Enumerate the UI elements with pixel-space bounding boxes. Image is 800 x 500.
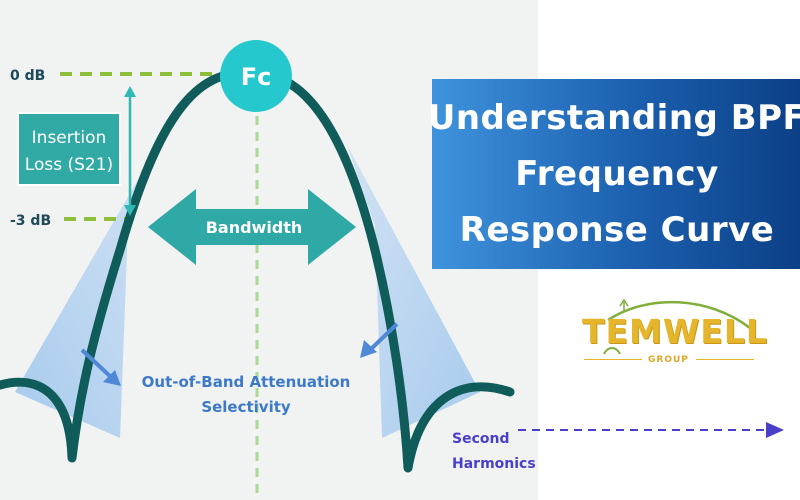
left-selectivity-cone — [15, 145, 158, 438]
right-selectivity-cone — [347, 145, 480, 438]
title-panel: Understanding BPF Frequency Response Cur… — [428, 79, 800, 269]
left-attenuation-pointer — [80, 348, 114, 380]
harmonics-label-line-1: Second — [452, 431, 509, 447]
title-line-1: Understanding BPF — [427, 98, 800, 138]
bandwidth-arrow — [148, 189, 356, 265]
bandwidth-label: Bandwidth — [206, 218, 303, 237]
insertion-loss-arrow-up — [124, 86, 136, 97]
minus-three-db-label: -3 dB — [10, 213, 51, 229]
title-line-3: Response Curve — [459, 210, 775, 250]
right-attenuation-pointer-head — [360, 340, 377, 358]
harmonics-label-line-2: Harmonics — [452, 456, 536, 472]
insertion-loss-line-2: Loss (S21) — [25, 155, 113, 175]
logo-swoosh-icon — [603, 298, 751, 355]
left-attenuation-pointer-head — [103, 370, 121, 386]
logo-rule-left — [584, 359, 642, 360]
center-frequency-circle — [220, 40, 292, 112]
insertion-loss-arrow-down — [124, 205, 136, 216]
insertion-loss-box — [17, 112, 121, 186]
title-line-2: Frequency — [515, 154, 719, 194]
center-frequency-label: Fc — [241, 63, 272, 91]
attenuation-label-line-2: Selectivity — [201, 398, 291, 416]
logo-rule-right — [696, 359, 754, 360]
logo-wordmark: TEMWELL — [582, 312, 768, 351]
temwell-logo: TEMWELL GROUP — [578, 298, 767, 376]
attenuation-label-line-1: Out-of-Band Attenuation — [142, 373, 351, 391]
logo-group-label: GROUP — [648, 355, 689, 365]
insertion-loss-line-1: Insertion — [32, 128, 107, 148]
right-attenuation-pointer — [368, 322, 399, 352]
zero-db-label: 0 dB — [10, 68, 45, 84]
